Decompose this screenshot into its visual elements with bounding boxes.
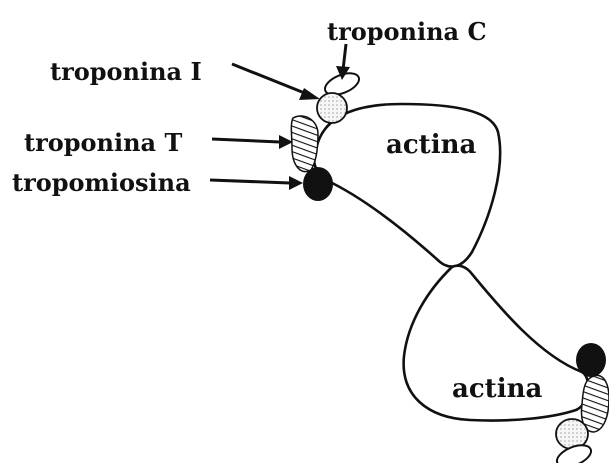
troponin-t-blob-top bbox=[291, 116, 318, 172]
troponin-i-circle-top bbox=[317, 93, 347, 123]
label-tropomyosin: tropomiosina bbox=[12, 168, 191, 197]
label-troponin-t: troponina T bbox=[24, 128, 182, 157]
troponin-t-blob-bottom bbox=[582, 375, 609, 432]
tropomyosin-dot-bottom bbox=[576, 343, 606, 377]
label-actin-bottom: actina bbox=[452, 374, 542, 404]
arrow-troponin-i bbox=[232, 64, 320, 100]
label-actin-top: actina bbox=[386, 130, 476, 160]
arrow-tropomyosin bbox=[210, 176, 303, 190]
arrow-troponin-t bbox=[212, 135, 293, 149]
actin-monomer-top bbox=[314, 104, 500, 267]
label-troponin-c: troponina C bbox=[327, 17, 487, 46]
tropomyosin-dot-top bbox=[303, 167, 333, 201]
label-troponin-i: troponina I bbox=[50, 57, 202, 86]
